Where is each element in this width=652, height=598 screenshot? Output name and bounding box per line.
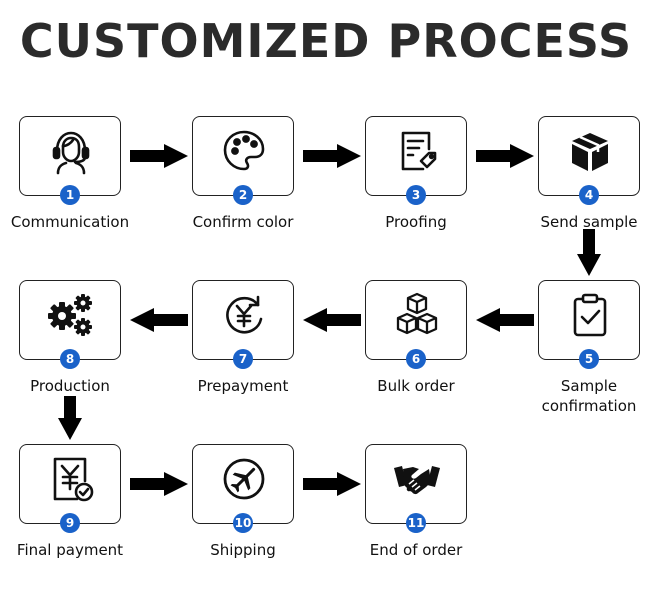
step-number-badge: 7	[233, 349, 253, 369]
step-9-box: 9	[19, 444, 121, 533]
step-7-box: 7	[192, 280, 294, 369]
step-5-label: Sample confirmation	[541, 377, 637, 415]
step-2-label: Confirm color	[192, 213, 294, 231]
right-arrow-icon	[130, 144, 188, 168]
right-arrow-icon	[303, 144, 361, 168]
step-number-badge: 6	[406, 349, 426, 369]
palette-icon	[223, 130, 265, 171]
step-6-label: Bulk order	[377, 377, 455, 395]
step-3-box: 3	[365, 116, 467, 205]
step-8-label: Production	[30, 377, 110, 395]
stacked-boxes-icon	[396, 292, 438, 335]
step-number-badge: 1	[60, 185, 80, 205]
step-number-badge: 5	[579, 349, 599, 369]
down-arrow-icon	[58, 396, 82, 440]
step-number-badge: 8	[60, 349, 80, 369]
step-number-badge: 3	[406, 185, 426, 205]
left-arrow-icon	[476, 308, 534, 332]
headset-agent-icon	[52, 131, 90, 175]
step-6-box: 6	[365, 280, 467, 369]
package-box-icon	[572, 133, 608, 171]
left-arrow-icon	[130, 308, 188, 332]
right-arrow-icon	[130, 472, 188, 496]
step-1-box: 1	[19, 116, 121, 205]
step-9-label: Final payment	[16, 541, 124, 559]
step-number-badge: 2	[233, 185, 253, 205]
step-7-label: Prepayment	[197, 377, 289, 395]
handshake-icon	[394, 466, 440, 495]
yen-bill-check-icon	[53, 457, 94, 502]
step-1-label: Communication	[10, 213, 130, 231]
right-arrow-icon	[303, 472, 361, 496]
step-number-badge: 10	[233, 513, 253, 533]
step-10-box: 10	[192, 444, 294, 533]
step-11-box: 11	[365, 444, 467, 533]
yen-refresh-icon	[226, 295, 263, 334]
gears-icon	[48, 294, 92, 336]
step-11-label: End of order	[369, 541, 463, 559]
document-tag-icon	[401, 131, 437, 171]
step-4-label: Send sample	[540, 213, 638, 231]
step-10-label: Shipping	[210, 541, 276, 559]
step-number-badge: 4	[579, 185, 599, 205]
airplane-icon	[223, 458, 265, 500]
step-2-box: 2	[192, 116, 294, 205]
left-arrow-icon	[303, 308, 361, 332]
down-arrow-icon	[577, 229, 601, 276]
step-4-box: 4	[538, 116, 640, 205]
step-number-badge: 11	[406, 513, 426, 533]
clipboard-check-icon	[573, 293, 607, 337]
step-5-box: 5	[538, 280, 640, 369]
page-title: CUSTOMIZED PROCESS	[19, 14, 633, 68]
step-3-label: Proofing	[385, 213, 447, 231]
step-8-box: 8	[19, 280, 121, 369]
step-number-badge: 9	[60, 513, 80, 533]
right-arrow-icon	[476, 144, 534, 168]
